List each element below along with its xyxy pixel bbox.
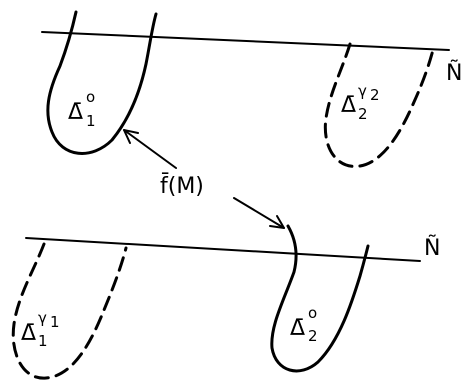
top-solid-cell-curve xyxy=(46,10,158,155)
top-dashed-cell-label: Δ̄ γ 2 2 xyxy=(341,82,380,123)
bottom-solid-cell-subscript: 2 xyxy=(308,327,318,345)
bottom-dashed-cell-label: Δ̄ γ 1 1 xyxy=(21,309,60,350)
top-dashed-cell-base: Δ̄ xyxy=(341,93,356,118)
arrow-to-top-cell xyxy=(123,129,177,169)
bottom-panel: Ñ Δ̄ γ 1 1 Δ̄ o 2 xyxy=(11,224,440,380)
top-dashed-cell-superscript-index: 2 xyxy=(370,86,380,104)
top-solid-cell-label: Δ̄ o 1 xyxy=(68,88,96,130)
top-manifold-label: Ñ xyxy=(446,59,462,86)
bottom-manifold-label: Ñ xyxy=(424,234,440,261)
top-dashed-cell-subscript: 2 xyxy=(358,105,368,123)
top-dashed-cell-curve xyxy=(323,42,436,168)
top-manifold-line xyxy=(41,31,450,51)
bottom-solid-cell-curve xyxy=(270,224,370,373)
top-solid-cell-superscript: o xyxy=(86,88,95,106)
bottom-dashed-cell-base: Δ̄ xyxy=(21,321,36,346)
bottom-solid-cell-label: Δ̄ o 2 xyxy=(290,304,318,345)
top-panel: Ñ Δ̄ o 1 Δ̄ γ 2 2 xyxy=(41,10,462,168)
arrow-to-bottom-cell-head xyxy=(269,215,285,229)
bottom-solid-cell-superscript: o xyxy=(308,304,317,322)
bottom-dashed-cell-superscript: γ xyxy=(38,309,47,327)
bottom-dashed-cell-curve xyxy=(11,242,128,380)
top-dashed-cell-superscript: γ xyxy=(358,82,367,100)
top-solid-cell-subscript: 1 xyxy=(86,112,96,130)
top-solid-cell-base: Δ̄ xyxy=(68,100,83,125)
bottom-manifold-line xyxy=(25,237,421,262)
map-annotation: f̄(M) xyxy=(123,129,285,229)
bottom-dashed-cell-superscript-index: 1 xyxy=(50,313,60,331)
arrow-to-bottom-cell xyxy=(233,197,285,229)
bottom-dashed-cell-subscript: 1 xyxy=(38,332,48,350)
bottom-solid-cell-base: Δ̄ xyxy=(290,316,305,341)
map-label: f̄(M) xyxy=(160,173,204,199)
arrow-to-top-cell-head xyxy=(123,129,139,144)
